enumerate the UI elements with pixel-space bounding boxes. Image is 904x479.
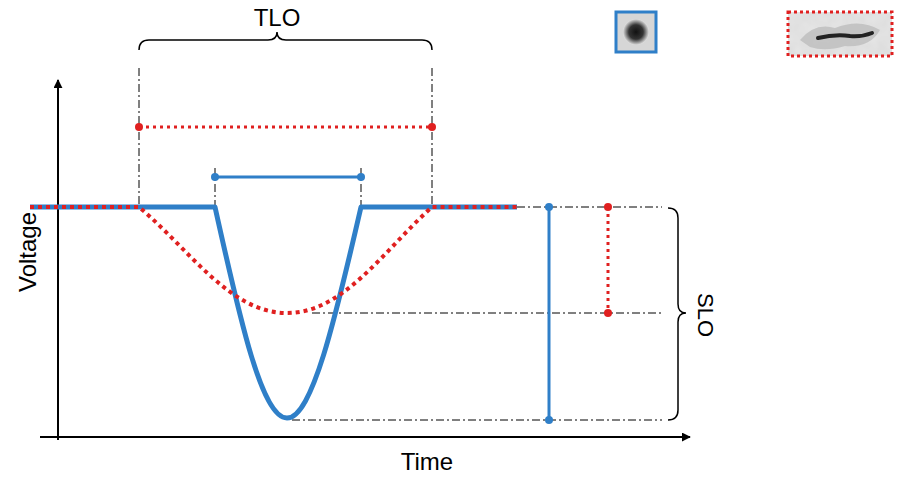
axes (40, 80, 690, 440)
width-label: TLO (254, 6, 301, 30)
blue-pulse (30, 207, 517, 418)
blue-amplitude-marker (545, 203, 553, 424)
tlo-bracket (139, 32, 432, 50)
red-amplitude-marker (604, 203, 612, 317)
amplitude-label: SLO (694, 293, 716, 337)
slo-bracket (668, 208, 686, 420)
guide-lines (139, 68, 662, 420)
red-width-marker (135, 123, 436, 131)
aggregate-thumbnail (788, 12, 892, 56)
particle-thumbnail (616, 12, 656, 52)
time-axis (40, 436, 690, 438)
axis-label: Voltage (16, 212, 40, 292)
voltage-axis (57, 80, 59, 440)
red-pulse (30, 207, 517, 313)
axis-label: Time (401, 450, 453, 474)
blue-width-marker (211, 173, 365, 181)
